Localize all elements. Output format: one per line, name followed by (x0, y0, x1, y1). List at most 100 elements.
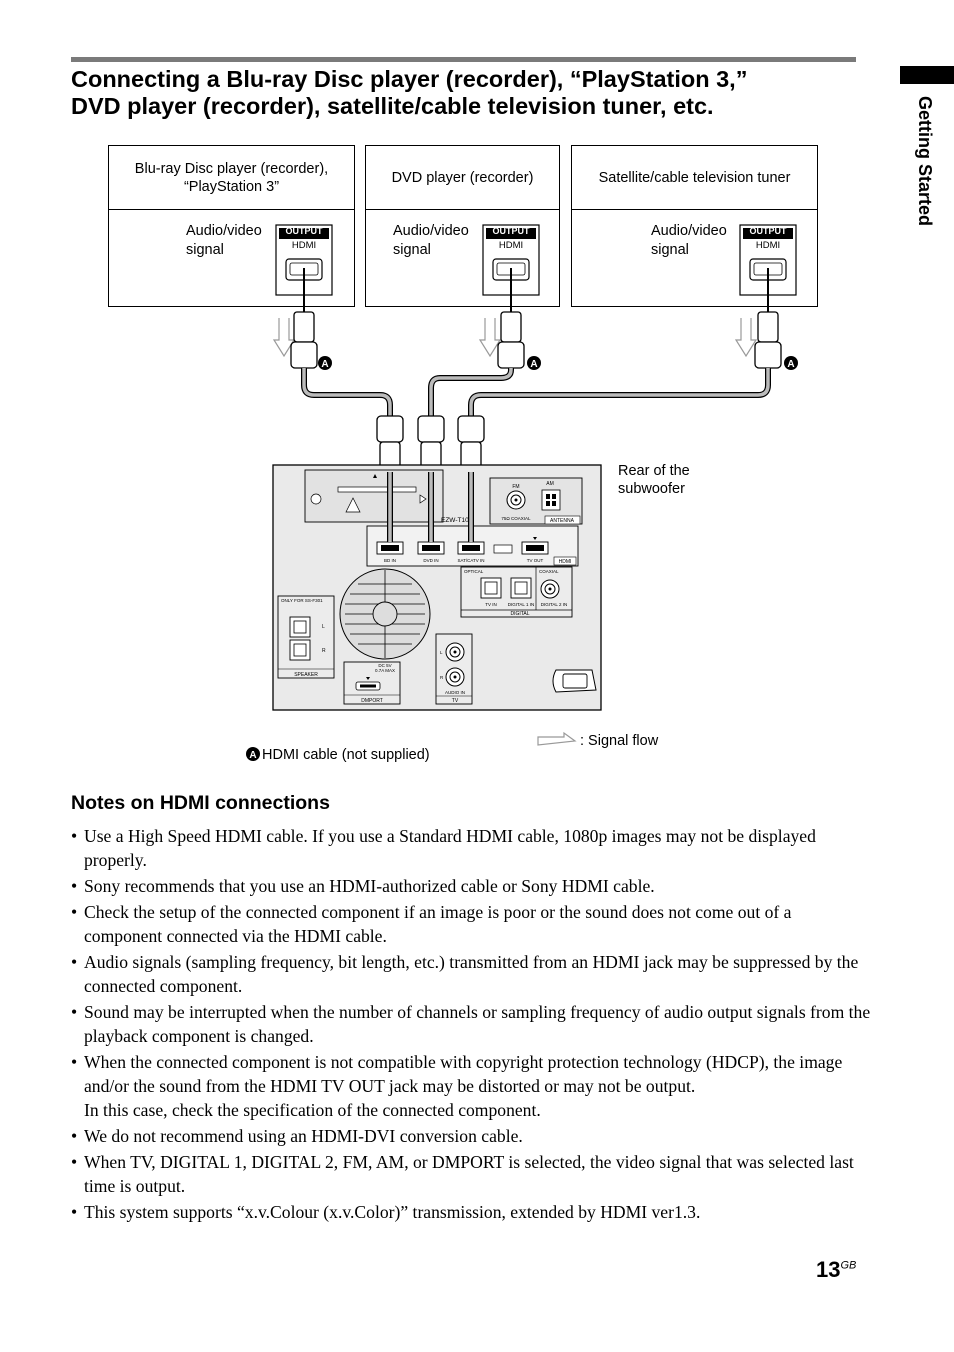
ac-inlet (552, 669, 597, 693)
note-text: We do not recommend using an HDMI-DVI co… (84, 1126, 523, 1146)
svg-text:FM: FM (512, 484, 519, 490)
svg-text:R: R (322, 648, 326, 654)
svg-text:A: A (787, 359, 794, 370)
hdmi-plug (417, 415, 445, 473)
hdmi-output-port: OUTPUT HDMI (482, 224, 540, 296)
svg-text:EZW-T100: EZW-T100 (441, 517, 473, 524)
svg-text:AUDIO IN: AUDIO IN (445, 690, 465, 695)
bullet: • (71, 902, 78, 922)
section-tab-marker (900, 66, 954, 84)
coaxial-jack-digital-2 (540, 579, 560, 599)
svg-text:L: L (322, 624, 325, 630)
port-wires (303, 268, 769, 312)
bullet: • (71, 1126, 78, 1146)
svg-text:A: A (530, 359, 537, 370)
bullet: • (71, 876, 78, 896)
cable-marker-a: A (318, 356, 332, 370)
svg-text:HDMI: HDMI (499, 240, 523, 251)
hdmi-jack-sat-in (457, 541, 485, 555)
note-item: • Check the setup of the connected compon… (71, 900, 871, 948)
svg-text:HDMI: HDMI (292, 240, 316, 251)
svg-text:ANTENNA: ANTENNA (550, 518, 575, 524)
note-item: • When TV, DIGITAL 1, DIGITAL 2, FM, AM, … (71, 1150, 871, 1198)
hdmi-plug (754, 311, 782, 369)
title-line-2: DVD player (recorder), satellite/cable t… (71, 93, 714, 119)
svg-text:DVD IN: DVD IN (423, 558, 438, 563)
note-item: • Sony recommends that you use an HDMI-au… (71, 874, 871, 898)
hdmi-jack-dvd-in (417, 541, 445, 555)
device-box-tuner: Satellite/cable television tuner Audio/v… (571, 145, 818, 307)
svg-text:OPTICAL: OPTICAL (464, 569, 484, 574)
svg-text:HDMI: HDMI (559, 559, 572, 565)
hdmi-output-port: OUTPUT HDMI (739, 224, 797, 296)
bullet: • (71, 826, 78, 846)
top-rule (71, 57, 856, 62)
bullet: • (71, 1152, 78, 1172)
legend-cable-marker: A (246, 747, 260, 761)
legend-signal-flow-text: : Signal flow (580, 733, 659, 749)
bullet: • (71, 1052, 78, 1072)
svg-text:SPEAKER: SPEAKER (294, 672, 318, 678)
note-item: •This system supports “x.v.Colour (x.v.C… (71, 1200, 871, 1224)
notes-heading: Notes on HDMI connections (71, 792, 330, 814)
svg-text:DIGITAL 2 IN: DIGITAL 2 IN (541, 602, 568, 607)
svg-text:TV: TV (452, 698, 459, 704)
device-name: DVD player (recorder) (366, 146, 559, 210)
note-text: This system supports “x.v.Colour (x.v.Co… (84, 1202, 701, 1222)
signal-flow-icon (537, 731, 577, 746)
svg-text:HDMI: HDMI (756, 240, 780, 251)
note-text: When the connected component is not comp… (84, 1052, 843, 1096)
svg-text:OUTPUT: OUTPUT (286, 226, 324, 236)
svg-text:SAT/CATV IN: SAT/CATV IN (457, 558, 484, 563)
hdmi-plug (497, 311, 525, 369)
note-item: • Use a High Speed HDMI cable. If you use… (71, 824, 871, 872)
note-continuation: In this case, check the specification of… (84, 1100, 541, 1120)
note-text: Sony recommends that you use an HDMI-aut… (84, 876, 655, 896)
hdmi-plug (376, 415, 404, 473)
svg-text:OUTPUT: OUTPUT (493, 226, 531, 236)
cable-marker-a: A (784, 356, 798, 370)
svg-text:DIGITAL: DIGITAL (510, 611, 529, 617)
speaker-jack-r (289, 639, 311, 661)
hdmi-cables (301, 368, 771, 416)
optical-jack-digital-1 (510, 577, 532, 599)
audio-in-jack-l (445, 642, 465, 662)
notes-list: • Use a High Speed HDMI cable. If you use… (71, 824, 871, 1226)
speaker-jack-l (289, 616, 311, 638)
optical-jack-tv-in (480, 577, 502, 599)
note-text: Use a High Speed HDMI cable. If you use … (84, 826, 816, 870)
fm-jack (506, 490, 526, 510)
svg-text:DIGITAL 1 IN: DIGITAL 1 IN (508, 602, 535, 607)
device-name: Satellite/cable television tuner (572, 146, 817, 210)
note-item: • Audio signals (sampling frequency, bit … (71, 950, 871, 998)
svg-text:ONLY FOR SS-F301: ONLY FOR SS-F301 (281, 598, 323, 603)
bullet: • (71, 1002, 78, 1022)
note-item: • When the connected component is not com… (71, 1050, 871, 1122)
bullet: • (71, 952, 78, 972)
note-text: Audio signals (sampling frequency, bit l… (84, 952, 859, 996)
hdmi-plug (290, 311, 318, 369)
device-name: Blu-ray Disc player (recorder),“PlayStat… (109, 146, 354, 210)
note-text: Check the setup of the connected compone… (84, 902, 792, 946)
svg-text:BD IN: BD IN (384, 558, 396, 563)
svg-text:AM: AM (546, 481, 554, 487)
title-line-1: Connecting a Blu-ray Disc player (record… (71, 66, 748, 92)
hdmi-output-port: OUTPUT HDMI (275, 224, 333, 296)
svg-text:75Ω COAXIAL: 75Ω COAXIAL (501, 516, 531, 521)
signal-flow-arrow (479, 317, 501, 357)
svg-text:DC 5V: DC 5V (378, 663, 391, 668)
audio-in-jack-r (445, 667, 465, 687)
note-text: Sound may be interrupted when the number… (84, 1002, 871, 1046)
subwoofer-rear-panel: EZW-T100 FM AM 75Ω COAXIAL ANTENNA BD IN… (272, 464, 602, 711)
svg-text:COAXIAL: COAXIAL (539, 569, 559, 574)
svg-text:TV OUT: TV OUT (527, 558, 544, 563)
note-text: When TV, DIGITAL 1, DIGITAL 2, FM, AM, o… (84, 1152, 854, 1196)
svg-text:DMPORT: DMPORT (361, 698, 383, 704)
device-box-bluray: Blu-ray Disc player (recorder),“PlayStat… (108, 145, 355, 307)
note-item: • We do not recommend using an HDMI-DVI c… (71, 1124, 871, 1148)
svg-text:0.7A MAX: 0.7A MAX (375, 668, 395, 673)
